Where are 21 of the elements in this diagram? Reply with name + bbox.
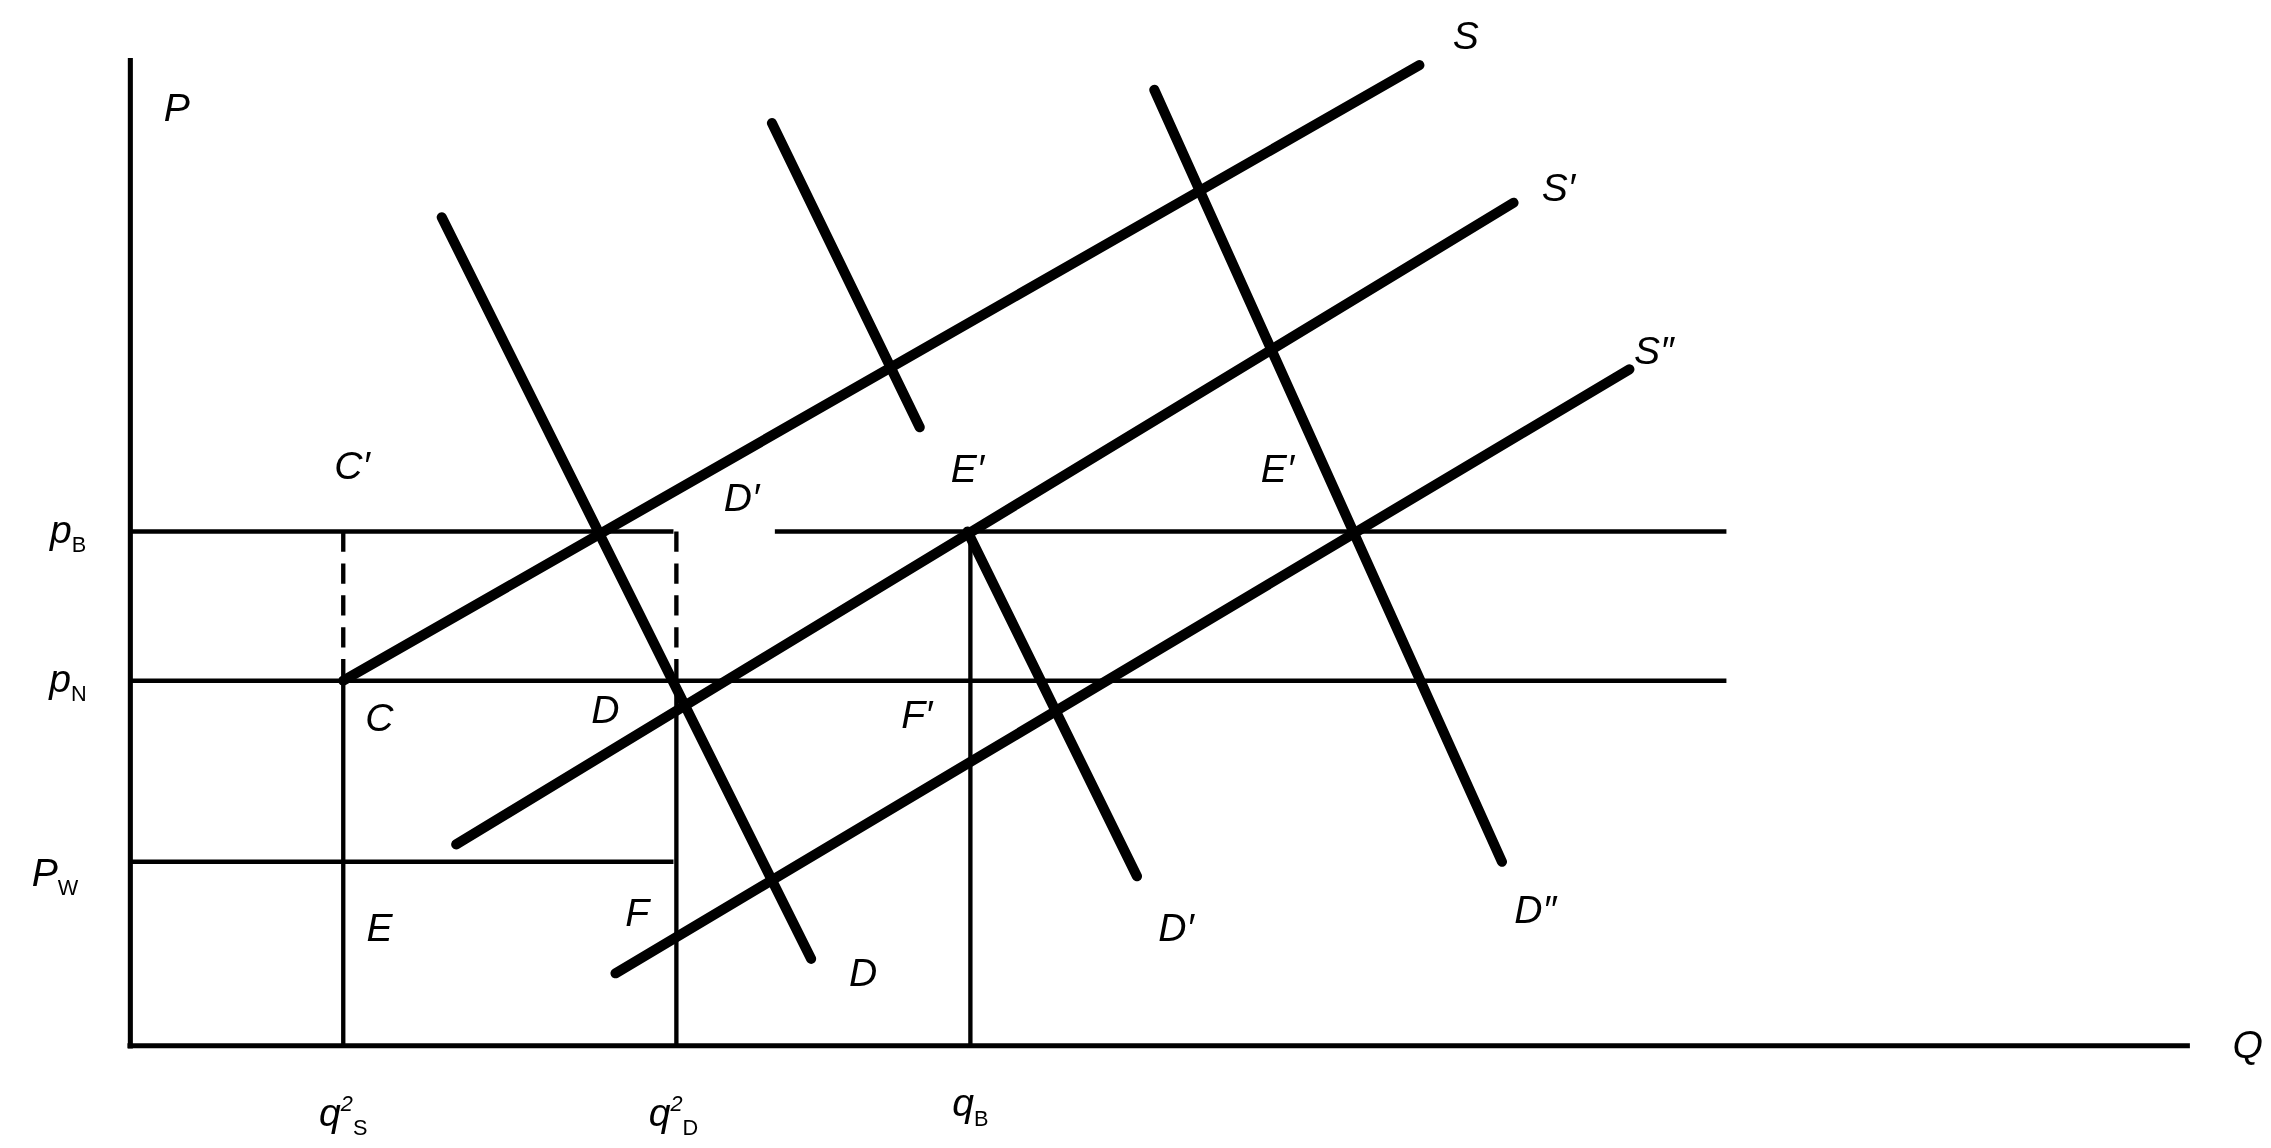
point-label: F′ [901,695,933,736]
axis-label: P [163,89,190,129]
curve-label: D [849,953,878,993]
point-label: E′ [1260,449,1295,489]
price-label: p$_{B}$ [49,511,87,555]
price-label: p$_{N}$ [49,660,87,705]
point-label: D′ [723,478,760,518]
point-label: C [365,698,394,738]
curve-label: S [1452,16,1479,56]
point-label: E [366,908,393,948]
curve-label: D′ [1158,908,1194,948]
point-label: D [591,691,620,731]
curve-label: S′ [1541,168,1576,208]
price-label: P$_{W}$ [31,854,79,899]
point-label: C′ [334,446,370,486]
curve-label: D″ [1514,891,1557,931]
quantity-label: q$_{B}$ [952,1084,989,1129]
point-label: F [625,894,650,934]
point-label: E′ [950,449,985,489]
curve-label: S″ [1634,332,1674,372]
axis-label: Q [2232,1026,2264,1066]
